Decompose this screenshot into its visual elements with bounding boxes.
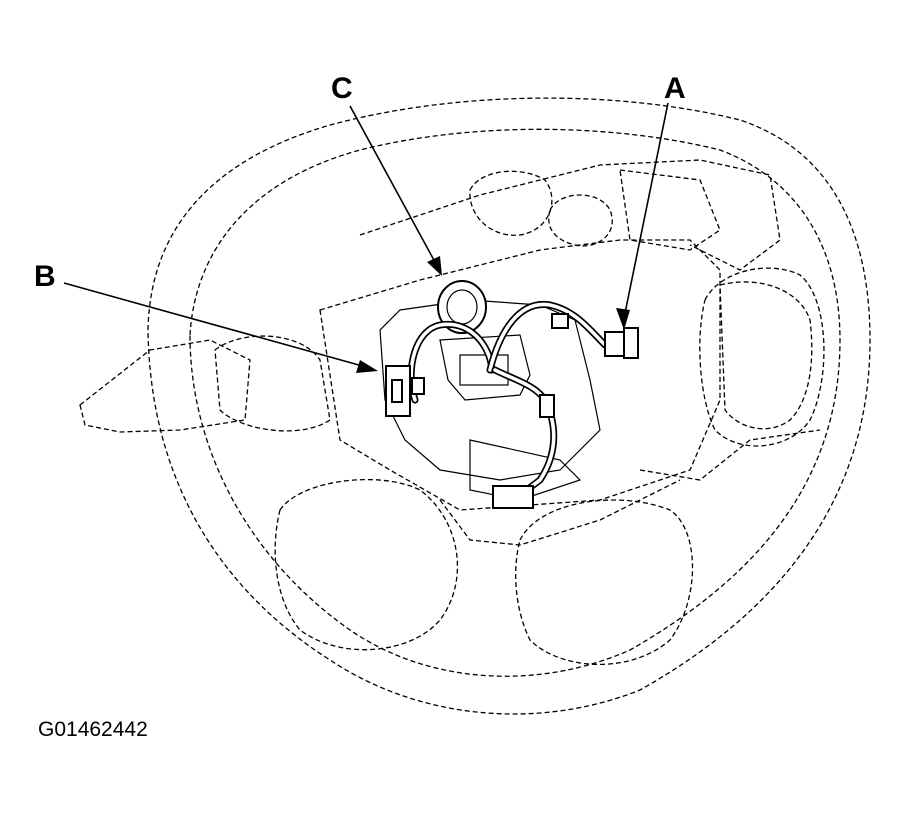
connector-a bbox=[551, 313, 639, 359]
hub-housing bbox=[319, 159, 781, 511]
wire-harness bbox=[407, 300, 609, 499]
callout-label-a: A bbox=[664, 72, 686, 105]
connector-b bbox=[385, 365, 425, 417]
lower-connector bbox=[492, 394, 555, 509]
leader-c bbox=[349, 105, 442, 276]
steering-wheel-rim bbox=[147, 97, 871, 715]
callout-label-c: C bbox=[331, 72, 353, 105]
leader-b bbox=[63, 282, 378, 373]
left-spoke bbox=[79, 335, 331, 433]
clockspring-ring bbox=[437, 280, 487, 334]
leader-a bbox=[616, 102, 669, 330]
callout-label-b: B bbox=[34, 260, 56, 293]
figure-id: G01462442 bbox=[38, 718, 148, 741]
right-spoke bbox=[639, 267, 825, 481]
lower-spokes bbox=[274, 479, 694, 666]
